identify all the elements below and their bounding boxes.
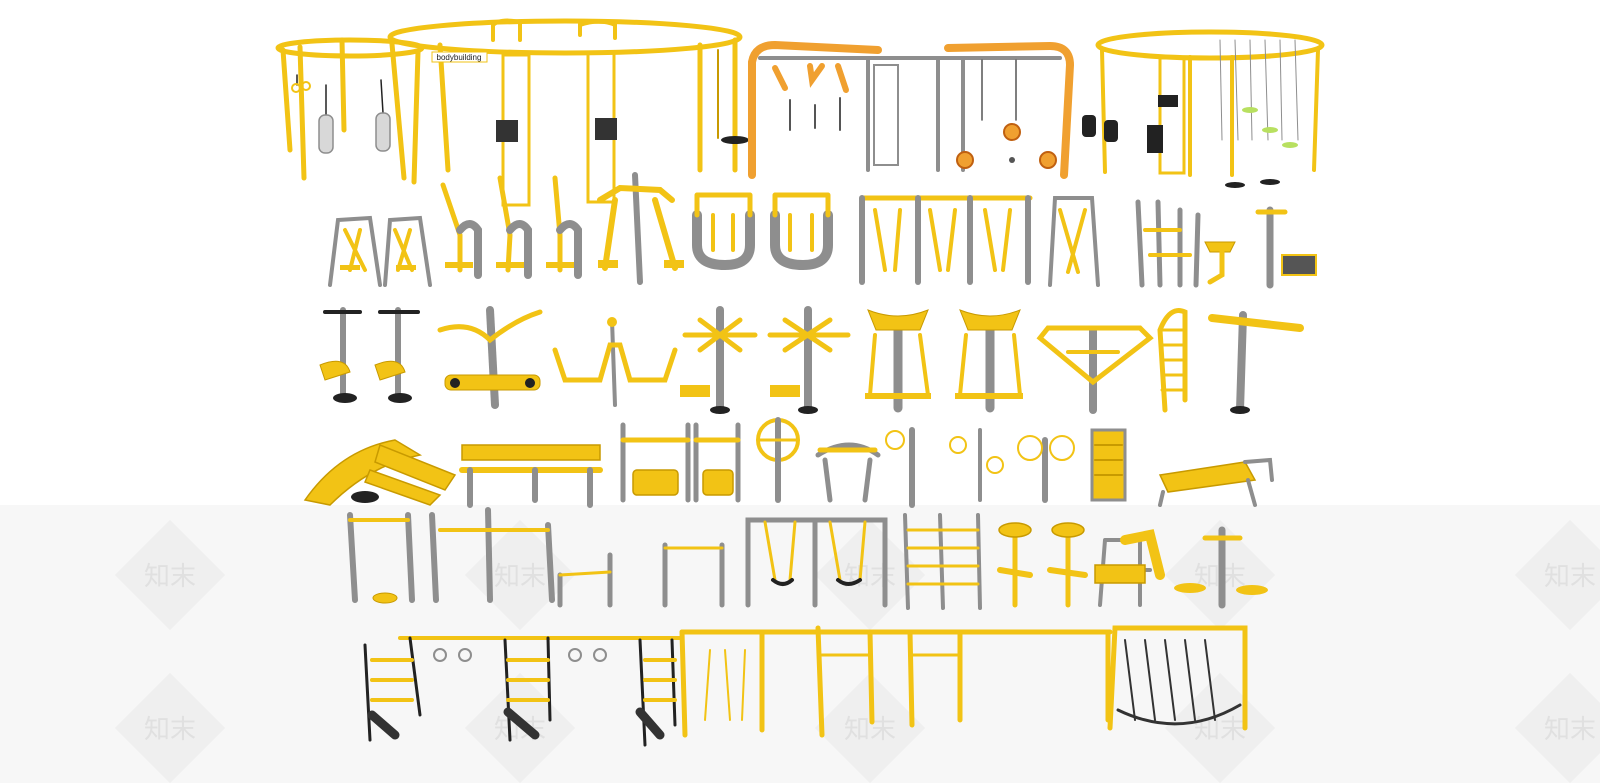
park-bench bbox=[459, 444, 603, 508]
double-air-walker bbox=[328, 215, 432, 287]
orange-arch-frame bbox=[748, 40, 1075, 179]
watermark-text: 知末 bbox=[844, 562, 896, 592]
pull-up-rack-with-rings bbox=[363, 636, 682, 747]
butterfly-press-pair bbox=[865, 309, 1023, 413]
pull-up-posts-left bbox=[347, 507, 555, 604]
elliptical-trainers-row bbox=[440, 175, 582, 279]
watermark-text: 知末 bbox=[1544, 715, 1596, 745]
u-shape-trainers bbox=[692, 192, 833, 271]
wheel-and-handle-stations bbox=[756, 417, 1075, 508]
watermark-text: 知末 bbox=[1544, 562, 1596, 592]
incline-benches bbox=[1090, 428, 1274, 507]
watermark-text: 知末 bbox=[494, 562, 546, 592]
wall-ladder bbox=[903, 513, 982, 610]
multi-station-walker bbox=[859, 195, 1033, 285]
rope-net-frame bbox=[1107, 625, 1248, 731]
watermark-text: 知末 bbox=[144, 562, 196, 592]
watermark-mark: 知末 bbox=[1165, 673, 1275, 783]
double-push-stations bbox=[680, 306, 851, 414]
single-gray-walker bbox=[1048, 196, 1100, 287]
yellow-x-trainer bbox=[597, 172, 684, 285]
roller-station bbox=[620, 422, 741, 503]
surf-board-trainer bbox=[437, 306, 543, 409]
ladder-and-twister bbox=[1157, 308, 1304, 414]
watermark-mark: 知末 bbox=[115, 520, 225, 630]
monkey-bar-oval-frame: bodybuilding bbox=[275, 18, 749, 207]
watermark-mark: 知末 bbox=[1515, 673, 1600, 783]
watermark-text: 知末 bbox=[144, 715, 196, 745]
watermark-mark: 知末 bbox=[1515, 520, 1600, 630]
tai-chi-wheels-and-chair bbox=[997, 522, 1268, 609]
watermark-layer: 知末知末知末知末知末知末知末知末知末知末 bbox=[115, 520, 1600, 783]
bike-and-seat-station bbox=[1135, 199, 1317, 289]
seated-row-pair bbox=[319, 307, 420, 403]
lower-background-band bbox=[0, 505, 1600, 783]
wave-arm-trainer bbox=[552, 317, 678, 407]
frame-sign-text: bodybuilding bbox=[437, 53, 482, 62]
low-parallel-bars bbox=[557, 542, 725, 608]
sit-up-boards-cluster bbox=[303, 439, 457, 506]
swing-frame bbox=[745, 517, 888, 608]
watermark-mark: 知末 bbox=[115, 673, 225, 783]
triangle-handle-trainer bbox=[1036, 325, 1154, 414]
circular-climbing-frame bbox=[1082, 29, 1325, 188]
long-yellow-bar-frame bbox=[679, 625, 1113, 738]
